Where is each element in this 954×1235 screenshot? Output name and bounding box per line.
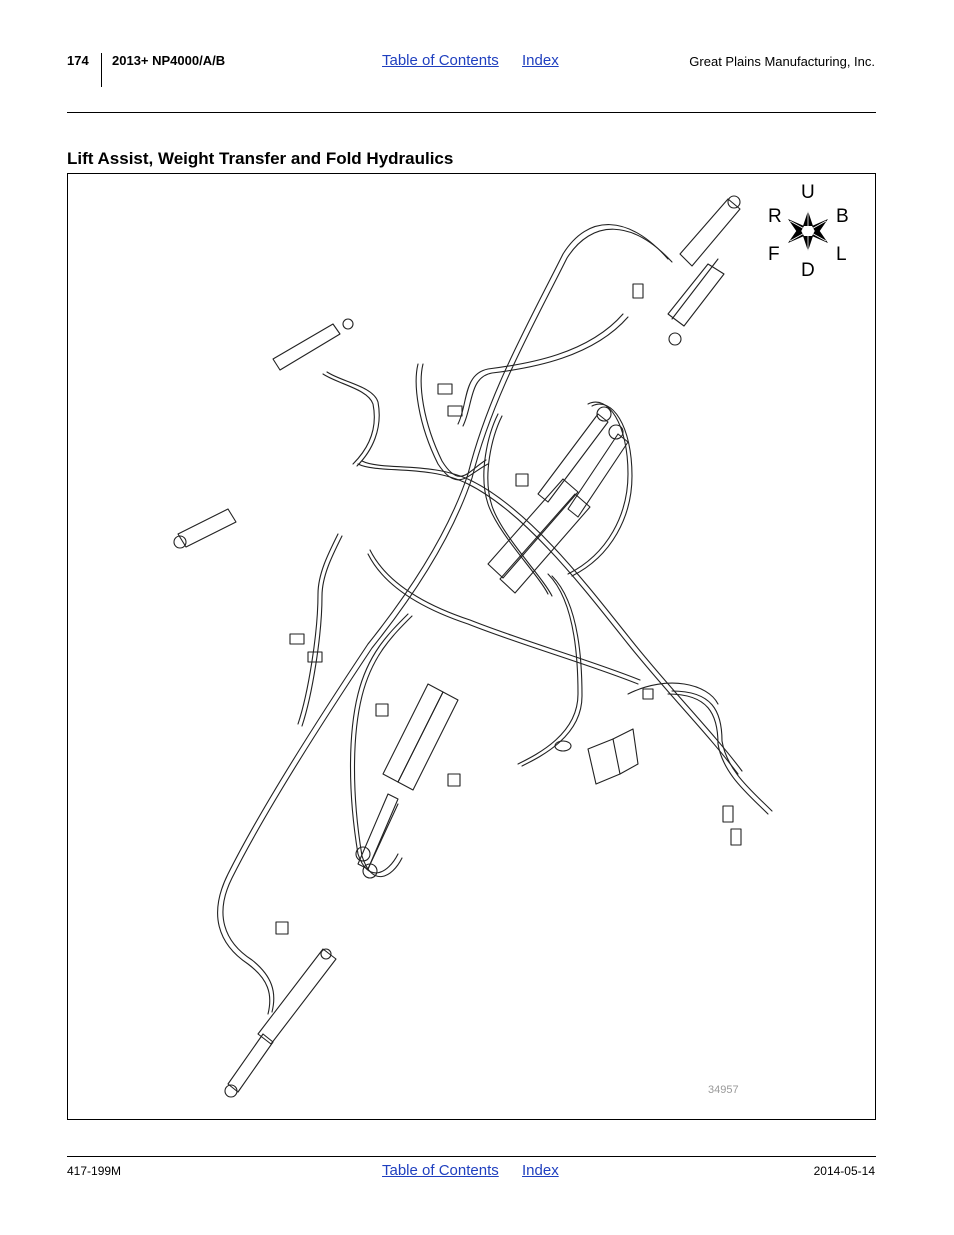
company-name: Great Plains Manufacturing, Inc.: [689, 54, 875, 69]
compass-back-label: B: [836, 206, 849, 227]
document-number: 417-199M: [67, 1164, 122, 1178]
header-divider: [101, 53, 102, 87]
compass-down-label: D: [801, 260, 815, 281]
hose-fittings: [275, 283, 742, 935]
orientation-compass: [788, 211, 828, 251]
compass-up-label: U: [801, 182, 815, 203]
figure-number: 34957: [708, 1084, 739, 1096]
revision-date: 2014-05-14: [813, 1164, 875, 1178]
header-toc-link[interactable]: Table of Contents: [382, 52, 499, 69]
cylinder-top-left: [173, 318, 354, 549]
footer-rule: [67, 1156, 876, 1157]
compass-left-label: L: [836, 244, 847, 265]
section-title: Lift Assist, Weight Transfer and Fold Hy…: [67, 149, 454, 168]
hydraulic-schematic-drawing: [173, 195, 828, 1098]
compass-right-label: R: [768, 206, 782, 227]
footer-toc-link[interactable]: Table of Contents: [382, 1162, 499, 1179]
hose-lines: [217, 224, 773, 1015]
page-number: 174: [67, 53, 89, 68]
header-index-link[interactable]: Index: [522, 52, 559, 69]
valve-block-right: [554, 728, 639, 785]
hydraulics-diagram: U R B F L D 34957: [67, 173, 876, 1120]
header-rule: [67, 112, 876, 113]
compass-front-label: F: [768, 244, 780, 265]
model-name: 2013+ NP4000/A/B: [112, 53, 226, 68]
cylinder-center: [487, 406, 629, 594]
cylinder-bottom-left: [224, 948, 337, 1098]
cylinder-lower-center: [355, 683, 459, 879]
cylinder-top-right: [667, 195, 741, 346]
footer-index-link[interactable]: Index: [522, 1162, 559, 1179]
